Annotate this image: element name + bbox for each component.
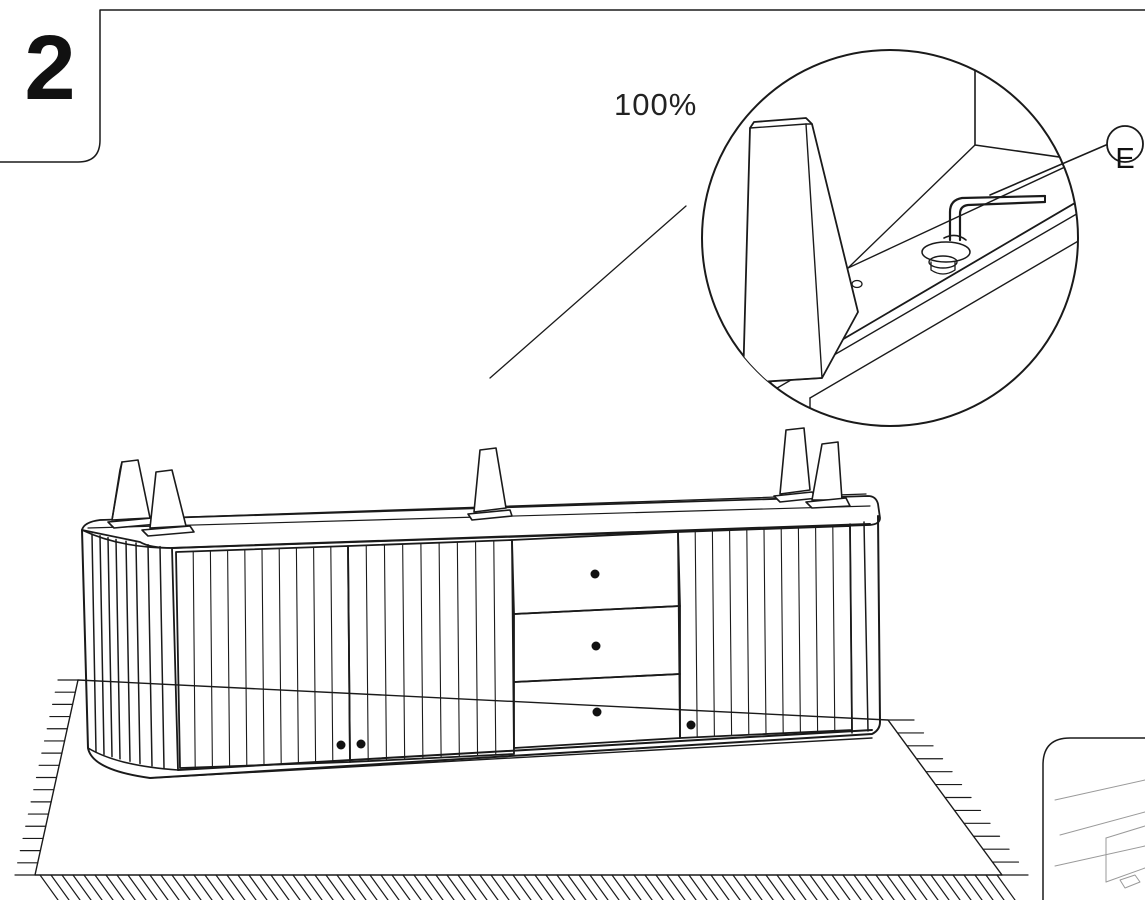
leg-left-back (107, 459, 159, 529)
detail-leader-line (489, 205, 687, 379)
zoom-scale-label: 100% (614, 87, 698, 122)
floor-hatch-left (14, 679, 79, 876)
hex-key-icon (943, 194, 1047, 242)
part-leader-line (989, 144, 1107, 196)
sideboard-cabinet (81, 493, 881, 779)
drawer-bottom (513, 673, 681, 749)
leg-detail (742, 117, 859, 384)
floor-hatch-right (887, 719, 1029, 876)
overview-thumbnail (1042, 737, 1145, 901)
leg-right-back (773, 427, 819, 503)
part-label-e: E (1115, 143, 1135, 175)
door-center-left (347, 539, 515, 763)
step-number: 2 (24, 17, 76, 119)
step-frame (0, 9, 1145, 163)
legs (107, 427, 851, 537)
leg-left-front (141, 469, 195, 537)
leg-right-front (805, 441, 851, 509)
knob-icon (336, 569, 696, 750)
floor-hatch-bottom (39, 874, 1016, 901)
part-label-circle (1106, 125, 1144, 163)
leg-center (467, 447, 513, 521)
door-slats (192, 526, 836, 768)
zoom-detail (701, 49, 1144, 427)
cabinet-left-end-slats (91, 533, 165, 769)
floor-surface (14, 679, 1029, 901)
